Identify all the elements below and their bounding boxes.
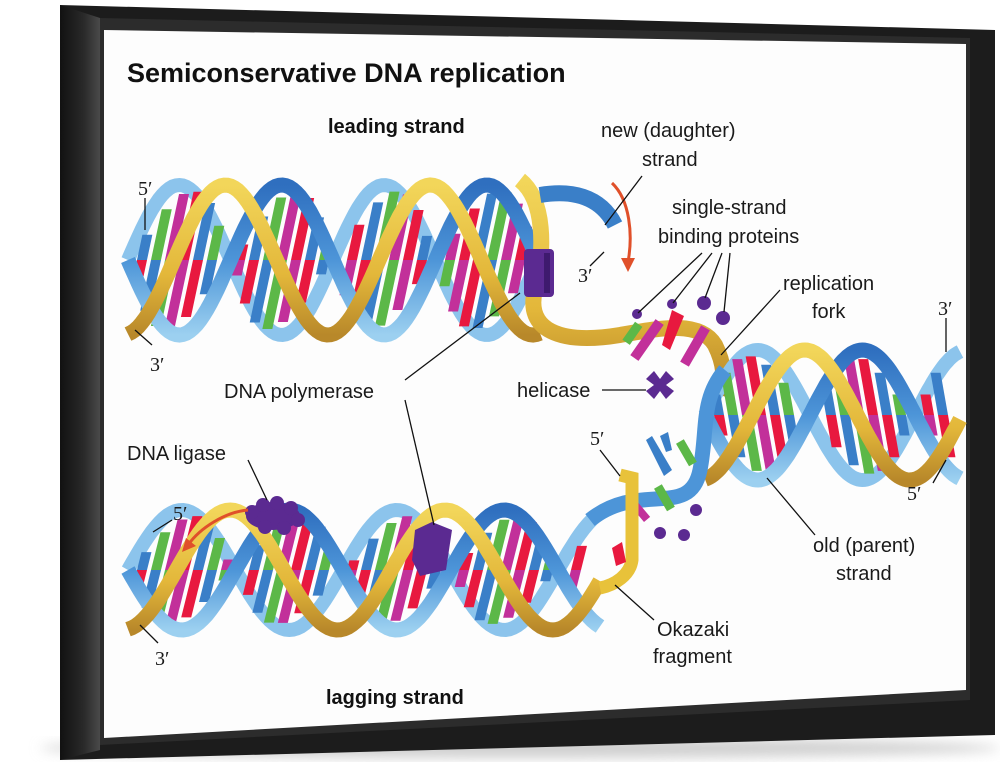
okazaki-fragment-ribbon	[598, 468, 639, 595]
base-pair	[411, 235, 433, 285]
ssb-label-line1: single-strand	[672, 197, 787, 219]
leading-arrow-head-icon	[621, 258, 635, 272]
canvas	[104, 30, 966, 738]
okazaki-label-line2: fragment	[653, 646, 732, 668]
dna-ligase-label: DNA ligase	[127, 443, 226, 465]
end-label-new-strand-3prime: 3′	[578, 265, 592, 287]
helix-gold-strand	[124, 177, 543, 343]
parent-helix	[698, 342, 967, 488]
end-label-lagging-3prime: 3′	[155, 648, 169, 670]
dna-polymerase-label: DNA polymerase	[224, 381, 374, 403]
base-pair	[180, 203, 216, 317]
helix-blue-strand	[121, 177, 547, 343]
unpaired-bases-top	[622, 310, 710, 367]
replication-fork-label-line1: replication	[783, 273, 874, 295]
end-label-lagging-5prime: 5′	[173, 503, 187, 525]
dna-ligase-enzyme	[245, 496, 305, 535]
leading-template-gold-ribbon	[514, 173, 732, 398]
ssb-label-line2: binding proteins	[658, 226, 799, 248]
base-pair	[874, 372, 900, 458]
helicase-label: helicase	[517, 380, 590, 402]
old-strand-label-line1: old (parent)	[813, 535, 915, 557]
okazaki-label-line1: Okazaki	[657, 619, 729, 641]
leading-strand-label: leading strand	[328, 116, 465, 138]
new-strand-label-line2: strand	[642, 149, 698, 171]
lagging-strand-helix	[121, 502, 607, 638]
lagging-strand-label: lagging strand	[326, 687, 464, 709]
end-label-leading-5prime: 5′	[138, 178, 152, 200]
helicase-enzyme	[646, 371, 674, 399]
new-daughter-strand-ribbon	[538, 185, 623, 230]
dna-polymerase-bottom	[412, 522, 452, 576]
old-strand-label-line2: strand	[836, 563, 892, 585]
end-label-parent-3prime: 3′	[938, 298, 952, 320]
dna-polymerase-top-shade	[544, 253, 550, 293]
end-label-okazaki-5prime: 5′	[590, 428, 604, 450]
end-label-leading-3prime: 3′	[150, 354, 164, 376]
helix-gold-strand	[702, 342, 967, 488]
base-pair	[439, 233, 461, 287]
diagram-title: Semiconservative DNA replication	[127, 58, 566, 88]
base-pair	[392, 210, 424, 310]
base-pair	[181, 522, 215, 618]
new-strand-label-line1: new (daughter)	[601, 120, 736, 142]
lagging-arrow-head-icon	[182, 538, 196, 552]
leading-direction-arrow	[610, 181, 632, 263]
helix-gold-strand	[125, 502, 607, 638]
leader-lines	[134, 175, 947, 644]
leading-strand-helix	[121, 177, 547, 343]
base-pair	[199, 225, 225, 295]
okazaki-base	[612, 542, 626, 566]
frame-left-side	[60, 5, 100, 760]
end-label-parent-5prime: 5′	[907, 483, 921, 505]
base-pair	[199, 537, 225, 603]
replication-fork-label-line2: fork	[812, 301, 846, 323]
lagging-direction-arrow	[186, 508, 249, 546]
base-pair	[242, 545, 266, 595]
